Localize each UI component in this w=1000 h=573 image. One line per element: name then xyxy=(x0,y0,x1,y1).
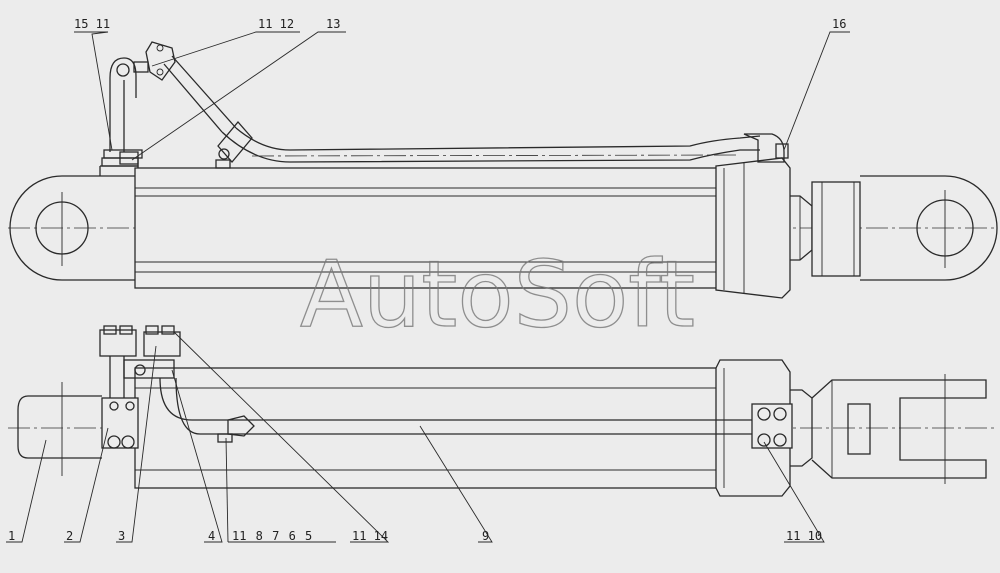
long-pipe-bottom-edge xyxy=(221,131,760,163)
clamp-block xyxy=(217,120,253,164)
leader-11-10 xyxy=(763,441,825,543)
long-pipe-axis xyxy=(251,154,741,157)
callout-16: 16 xyxy=(832,17,846,31)
watermark: AutoSoft xyxy=(300,241,695,348)
leader-9 xyxy=(419,425,493,543)
clevis-slot xyxy=(847,403,871,455)
callout-3: 3 xyxy=(118,529,125,543)
callout-11-12: 11 12 xyxy=(258,17,294,31)
callout-9: 9 xyxy=(482,529,489,543)
pipe-elbow-left xyxy=(109,57,137,152)
block-2-bolt-c xyxy=(109,401,119,411)
callout-11-14: 11 14 xyxy=(352,529,388,543)
top-gland xyxy=(715,157,791,299)
left-lug xyxy=(17,395,102,459)
leader-11-14 xyxy=(173,331,390,543)
flange-top xyxy=(145,41,176,81)
flange-bolt-b xyxy=(156,68,164,76)
flange-upper-right xyxy=(143,331,181,357)
leader-13 xyxy=(131,31,346,161)
fitting-16 xyxy=(775,143,789,159)
flange-right-bolt-a xyxy=(757,407,771,421)
flange-right-bolt-c xyxy=(757,433,771,447)
pipe-clamp xyxy=(227,415,255,437)
flange-upper-right-cap-a xyxy=(145,325,159,335)
leader-11-8-7-6-5 xyxy=(225,437,229,543)
leader-2 xyxy=(64,427,109,543)
left-eye-outline xyxy=(9,175,135,281)
callout-1: 1 xyxy=(8,529,15,543)
callout-2: 2 xyxy=(66,529,73,543)
clamp-fitting xyxy=(217,433,233,443)
bottom-pipe-top xyxy=(159,377,760,421)
flange-upper-left-cap-b xyxy=(119,325,133,335)
fitting-13 xyxy=(119,151,139,165)
block-3-bolt xyxy=(134,364,146,376)
callout-11-10: 11 10 xyxy=(786,529,822,543)
leader-11-12 xyxy=(151,31,300,67)
clamp-base xyxy=(215,159,231,169)
top-view xyxy=(8,41,998,299)
leader-1 xyxy=(6,439,47,543)
diagonal-pipe xyxy=(163,55,237,133)
flange-upper-left-cap-a xyxy=(103,325,117,335)
rod-end-body xyxy=(811,181,861,277)
block-2-bolt-b xyxy=(121,435,135,449)
left-block xyxy=(99,165,139,176)
flange-upper-right-cap-b xyxy=(161,325,175,335)
callout-15-11: 15 11 xyxy=(74,17,110,31)
flange-right-bolt-d xyxy=(773,433,787,447)
leader-3 xyxy=(116,345,157,543)
right-eye-outline xyxy=(860,175,998,281)
callout-13: 13 xyxy=(326,17,340,31)
callout-labels: 15 11 11 12 13 16 1 2 3 4 11 8 7 6 5 11 … xyxy=(8,17,846,543)
flange-bolt-a xyxy=(156,44,164,52)
bottom-rod-neck xyxy=(790,389,813,467)
callout-4: 4 xyxy=(208,529,215,543)
bottom-view xyxy=(8,325,995,497)
block-3 xyxy=(123,359,175,379)
block-2-bolt-d xyxy=(125,401,135,411)
clamp-bolt xyxy=(218,148,230,160)
long-pipe-top-edge xyxy=(235,127,761,151)
elbow-left-fitting xyxy=(116,63,130,77)
leader-16 xyxy=(783,31,850,151)
block-2-bolt-a xyxy=(107,435,121,449)
leader-15-11 xyxy=(74,31,113,151)
callout-11-8-7-6-5: 11 8 7 6 5 xyxy=(232,529,312,543)
flange-right-bolt-b xyxy=(773,407,787,421)
fitting-12 xyxy=(133,61,149,73)
vertical-pipe-bottom xyxy=(109,350,125,398)
clevis xyxy=(811,379,987,479)
leader-lines xyxy=(6,31,850,543)
bottom-pipe-bottom xyxy=(175,377,760,435)
leader-4 xyxy=(171,369,223,543)
